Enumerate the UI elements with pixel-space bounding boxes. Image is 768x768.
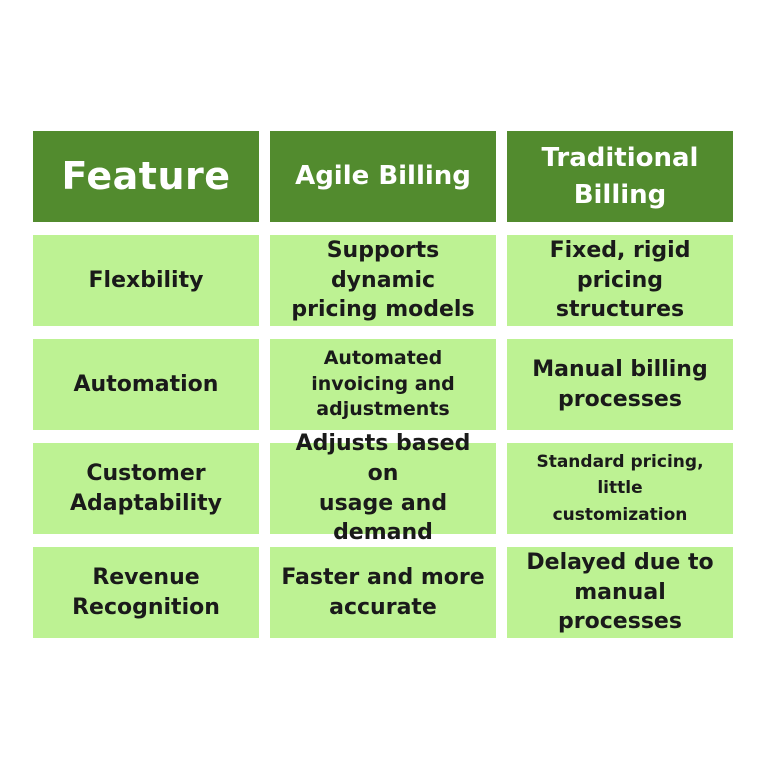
feature-label: Automation	[73, 371, 219, 397]
traditional-value: Manual billing processes	[532, 356, 708, 412]
header-feature: Feature	[33, 131, 259, 222]
header-feature-label: Feature	[61, 153, 231, 198]
feature-label: Customer Adaptability	[70, 460, 222, 516]
traditional-value: Delayed due to manual processes	[526, 549, 714, 635]
feature-label: Revenue Recognition	[72, 564, 220, 620]
header-traditional-billing-label: Traditional Billing	[541, 143, 699, 210]
row-automation-feature: Automation	[33, 339, 259, 430]
row-flexibility-traditional: Fixed, rigid pricing structures	[507, 235, 733, 326]
agile-value: Faster and more accurate	[281, 564, 485, 620]
header-agile-billing-label: Agile Billing	[295, 161, 471, 192]
row-customer-adaptability-feature: Customer Adaptability	[33, 443, 259, 534]
row-revenue-recognition-feature: Revenue Recognition	[33, 547, 259, 638]
row-customer-adaptability-traditional: Standard pricing, little customization	[507, 443, 733, 534]
header-traditional-billing: Traditional Billing	[507, 131, 733, 222]
agile-value: Adjusts based on usage and demand	[295, 431, 471, 546]
agile-value: Automated invoicing and adjustments	[311, 347, 455, 421]
comparison-table: Feature Agile Billing Traditional Billin…	[33, 131, 733, 638]
traditional-value: Standard pricing, little customization	[536, 451, 704, 525]
agile-value: Supports dynamic pricing models	[291, 237, 475, 323]
row-automation-traditional: Manual billing processes	[507, 339, 733, 430]
feature-label: Flexbility	[88, 267, 204, 293]
row-flexibility-feature: Flexbility	[33, 235, 259, 326]
row-revenue-recognition-agile: Faster and more accurate	[270, 547, 496, 638]
traditional-value: Fixed, rigid pricing structures	[549, 237, 691, 323]
row-flexibility-agile: Supports dynamic pricing models	[270, 235, 496, 326]
row-revenue-recognition-traditional: Delayed due to manual processes	[507, 547, 733, 638]
row-automation-agile: Automated invoicing and adjustments	[270, 339, 496, 430]
row-customer-adaptability-agile: Adjusts based on usage and demand	[270, 431, 496, 545]
header-agile-billing: Agile Billing	[270, 131, 496, 222]
